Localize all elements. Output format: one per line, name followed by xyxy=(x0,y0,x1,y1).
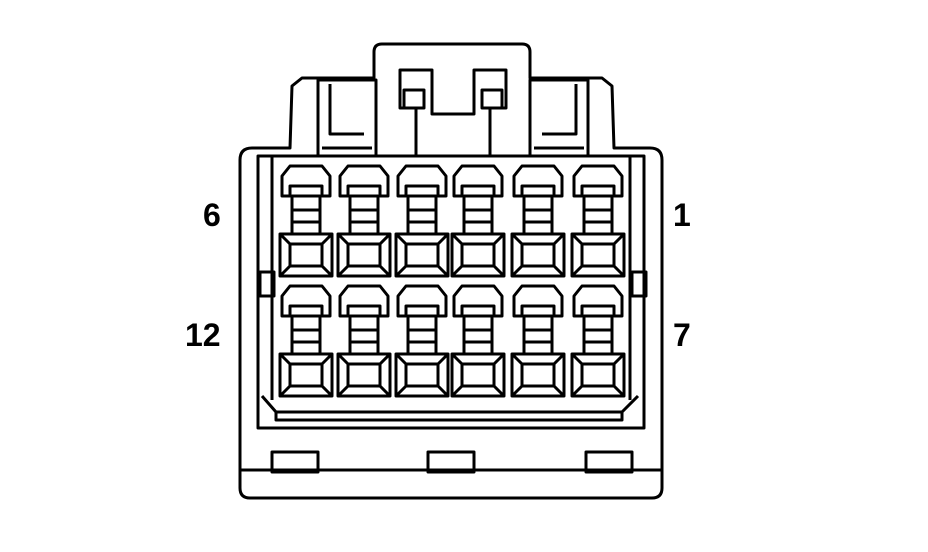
terminal-cavity xyxy=(570,164,626,278)
pin-label-12: 12 xyxy=(185,317,221,353)
terminal-cavity xyxy=(510,164,566,278)
terminal-cavity xyxy=(336,284,392,398)
terminal-cavity xyxy=(278,164,334,278)
bottom-ledge xyxy=(260,394,640,422)
terminal-cavities xyxy=(278,164,626,398)
skirt-tab-center xyxy=(426,450,476,474)
left-guide-rib xyxy=(316,78,378,158)
skirt-tab-right xyxy=(584,450,634,474)
skirt-tab-left xyxy=(270,450,320,474)
pin-label-1: 1 xyxy=(673,197,691,233)
right-guide-rib xyxy=(528,78,590,158)
top-latch xyxy=(398,68,508,158)
terminal-cavity xyxy=(450,164,506,278)
connector-housing xyxy=(238,42,664,500)
right-side-key xyxy=(630,270,648,298)
terminal-cavity xyxy=(570,284,626,398)
terminal-cavity xyxy=(450,284,506,398)
terminal-cavity xyxy=(510,284,566,398)
terminal-cavity xyxy=(394,164,450,278)
left-side-key xyxy=(258,270,276,298)
terminal-cavity xyxy=(336,164,392,278)
pin-label-6: 6 xyxy=(203,197,221,233)
pin-label-7: 7 xyxy=(673,317,691,353)
terminal-cavity xyxy=(394,284,450,398)
terminal-cavity xyxy=(278,284,334,398)
